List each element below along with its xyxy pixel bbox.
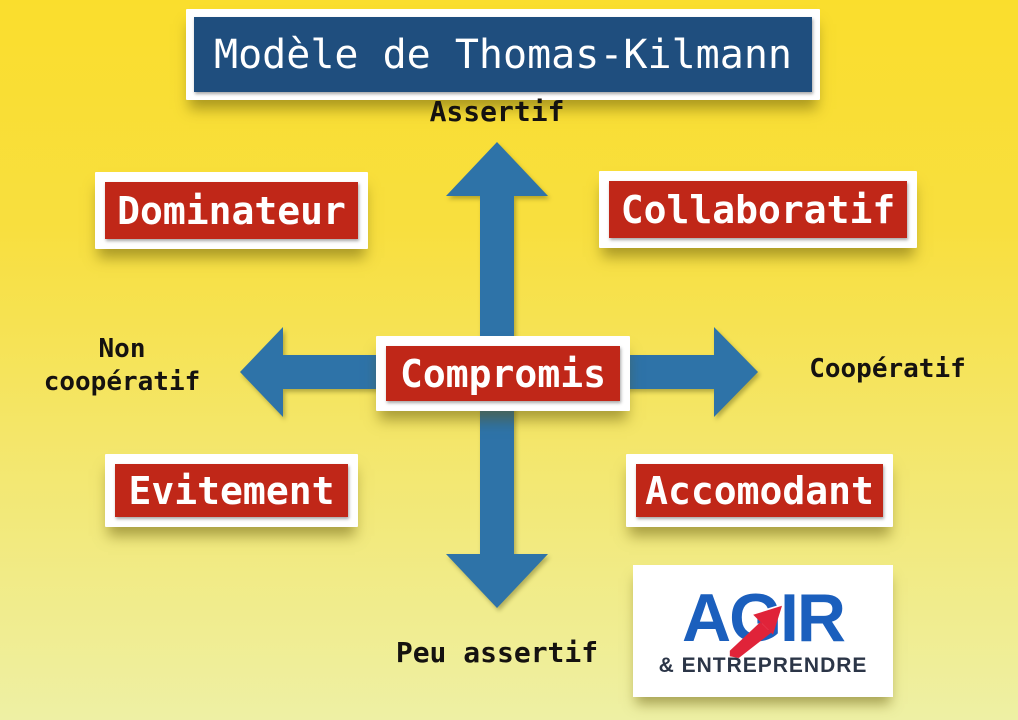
logo-agir-entreprendre: AGIR & ENTREPRENDRE [633,565,893,697]
axis-label-peu-assertif: Peu assertif [395,636,599,669]
axis-label-assertif: Assertif [429,95,565,128]
quadrant-accomodant: Accomodant [626,454,893,527]
logo-agir-wordmark: AGIR [682,584,846,658]
quadrant-collaboratif-label: Collaboratif [609,181,907,238]
quadrant-dominateur: Dominateur [95,172,368,249]
axis-label-cooperatif: Coopératif [809,354,966,384]
quadrant-collaboratif: Collaboratif [599,171,917,248]
quadrant-evitement: Evitement [105,454,358,527]
quadrant-accomodant-label: Accomodant [636,464,883,517]
logo-northeast-arrow-icon [729,605,782,658]
axis-label-non-cooperatif: Non coopératif [43,334,201,398]
quadrant-compromis: Compromis [376,336,630,411]
logo-tagline: & ENTREPRENDRE [658,654,868,677]
title-box: Modèle de Thomas-Kilmann [186,9,820,100]
quadrant-evitement-label: Evitement [115,464,348,517]
diagram-title: Modèle de Thomas-Kilmann [194,17,812,92]
quadrant-compromis-label: Compromis [386,346,620,401]
quadrant-dominateur-label: Dominateur [105,182,358,239]
